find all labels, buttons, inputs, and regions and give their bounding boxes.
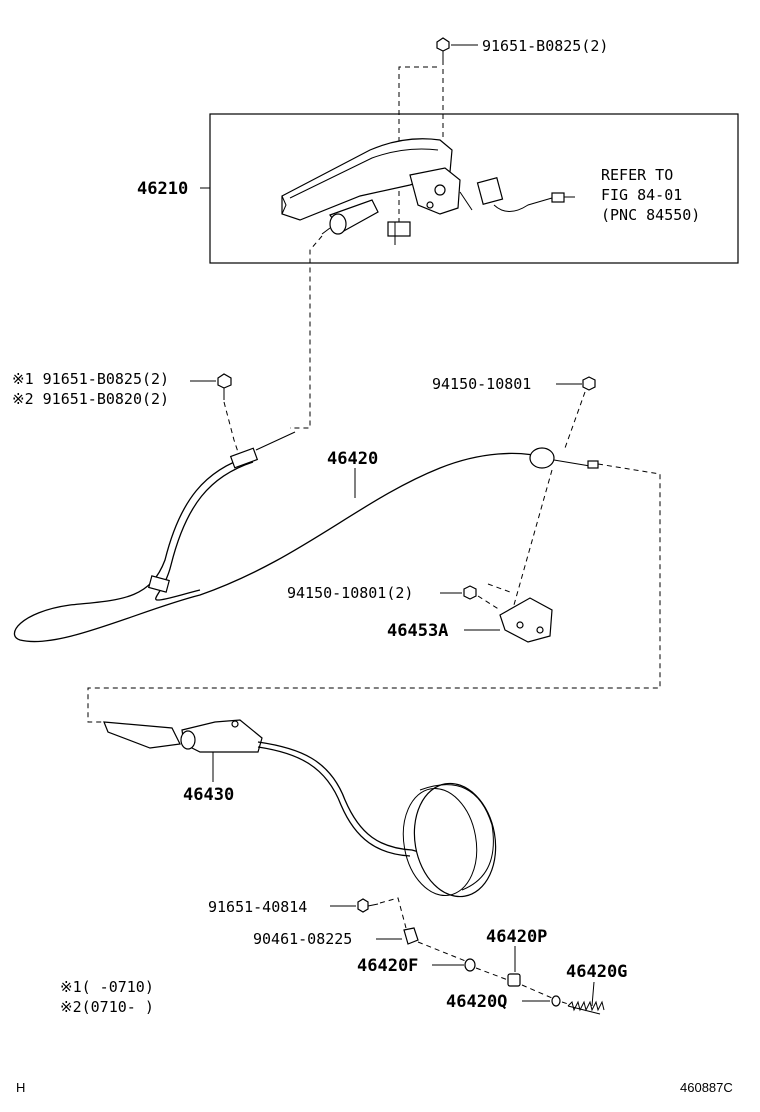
label-front-cable: 46420	[327, 449, 378, 469]
part-p-icon	[507, 973, 521, 987]
refer-line-2: FIG 84-01	[601, 186, 682, 204]
part-f-icon	[464, 958, 476, 972]
spring-icon	[567, 1000, 605, 1015]
bolt-pair-icon	[217, 373, 232, 400]
nut-right-icon	[582, 376, 596, 391]
label-bolt-lower: 91651-40814	[208, 898, 307, 916]
label-bolt-note-1: ※1 91651-B0825(2)	[12, 370, 169, 388]
nut-pair-icon	[463, 585, 477, 600]
bracket-icon	[499, 597, 553, 643]
rear-cable-assembly-icon	[103, 719, 461, 873]
label-part-f: 46420F	[357, 956, 418, 976]
label-bolt-top: 91651-B0825(2)	[482, 37, 608, 55]
label-clip: 90461-08225	[253, 930, 352, 948]
label-part-p: 46420P	[486, 927, 547, 947]
label-nut-right: 94150-10801	[432, 375, 531, 393]
label-rear-cable: 46430	[183, 785, 234, 805]
brake-drum-icon	[402, 782, 497, 898]
bolt-lower-icon	[357, 898, 379, 913]
label-bracket: 46453A	[387, 621, 448, 641]
label-part-q: 46420Q	[446, 992, 507, 1012]
bolt-top-icon	[436, 37, 450, 60]
label-lever-assembly: 46210	[137, 179, 188, 199]
label-part-g: 46420G	[566, 962, 627, 982]
label-range-1: ※1( -0710)	[60, 978, 154, 996]
front-cable-icon	[13, 431, 599, 643]
label-range-2: ※2(0710- )	[60, 998, 154, 1016]
clip-icon	[403, 927, 419, 945]
label-bolt-note-2: ※2 91651-B0820(2)	[12, 390, 169, 408]
corner-mark: H	[16, 1080, 25, 1095]
refer-line-1: REFER TO	[601, 166, 673, 184]
label-nut-pair: 94150-10801(2)	[287, 584, 413, 602]
refer-line-3: (PNC 84550)	[601, 206, 700, 224]
part-q-icon	[551, 995, 561, 1007]
parking-brake-lever-icon	[281, 138, 575, 245]
figure-code: 460887C	[680, 1080, 733, 1095]
